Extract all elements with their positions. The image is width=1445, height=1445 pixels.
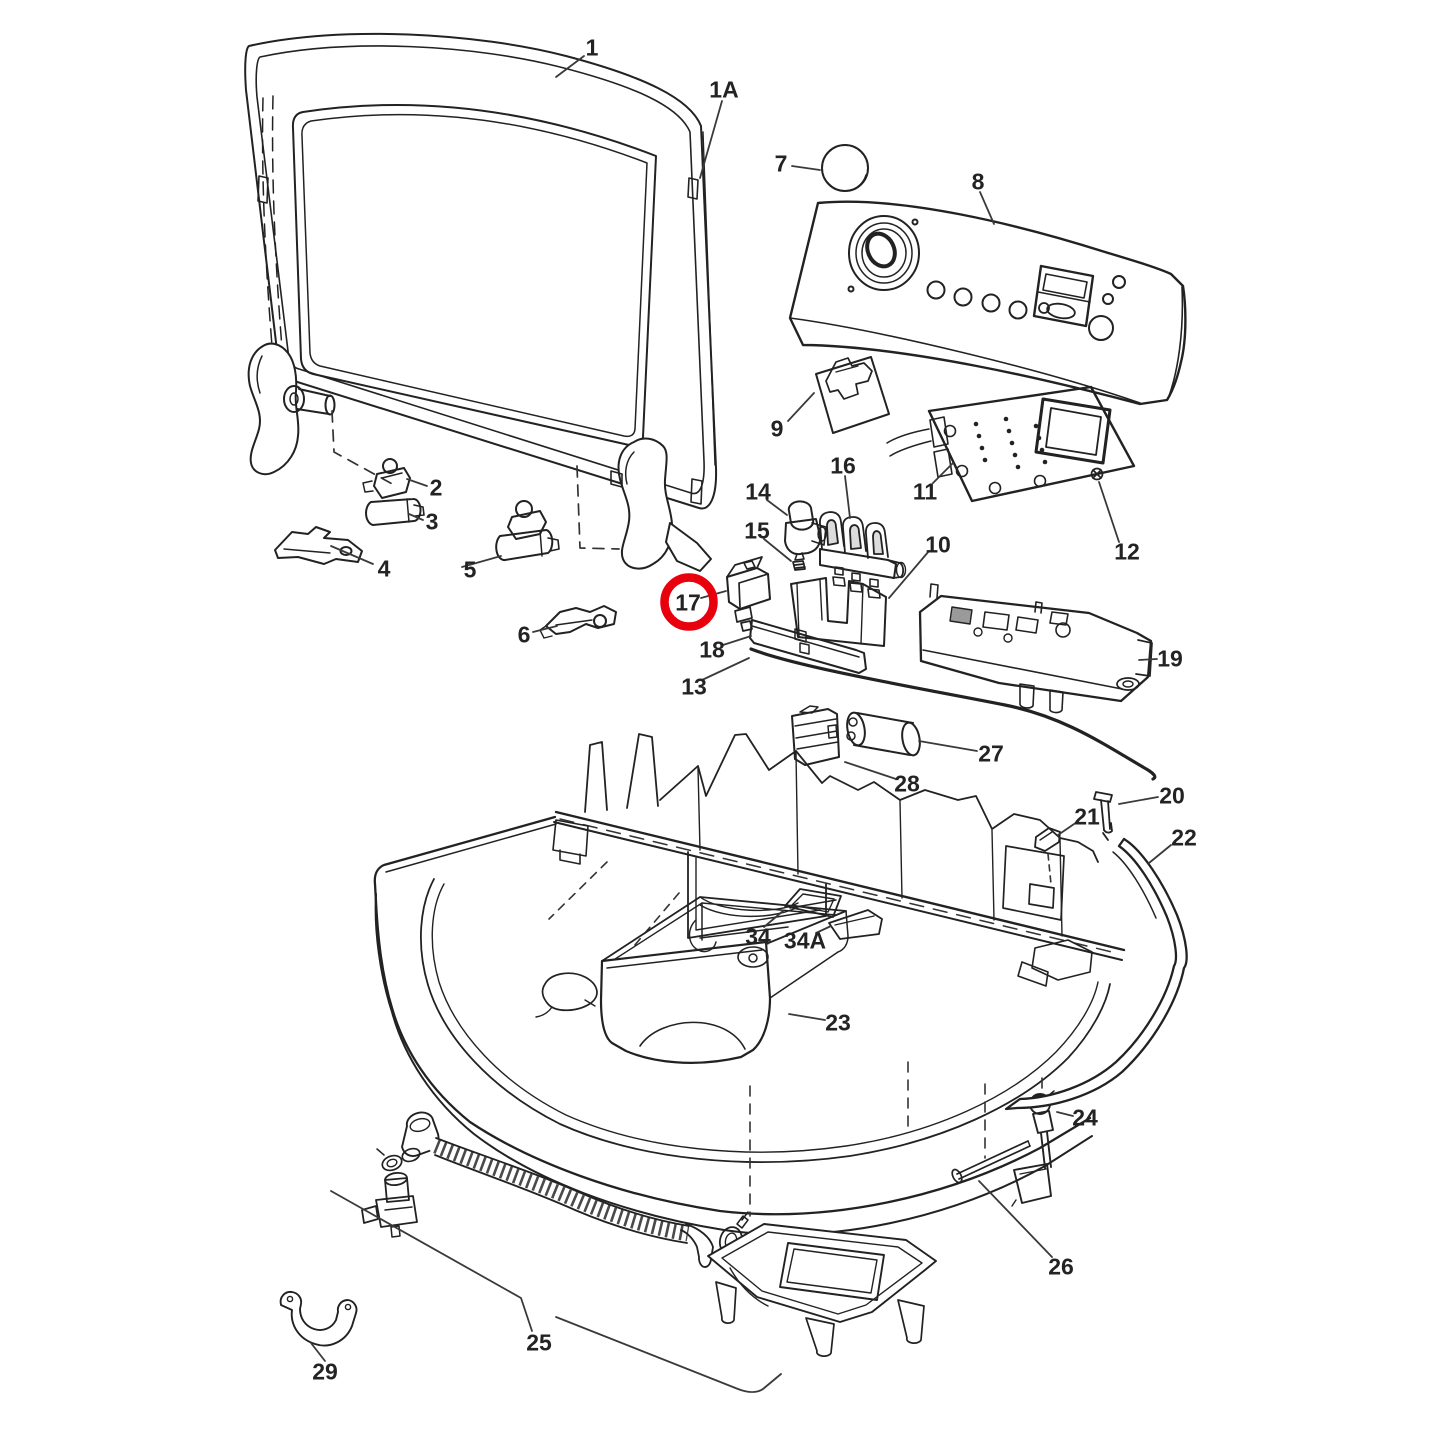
part-17-switch: [726, 556, 771, 632]
part-21-clip: [1034, 827, 1061, 852]
dispenser-tray: [707, 1223, 937, 1357]
part-label-2: 2: [429, 474, 443, 501]
part-label-20: 20: [1159, 782, 1185, 809]
part-27-capacitor: [846, 711, 921, 757]
part-25-hose-assembly: [330, 1111, 937, 1393]
part-label-1: 1: [585, 34, 599, 61]
assembly-dash-left: [331, 410, 397, 487]
assembly-dash-right: [576, 465, 620, 550]
part-15-nut: [792, 560, 806, 571]
part-label-27: 27: [978, 740, 1004, 767]
part-label-7: 7: [774, 150, 788, 177]
board-wires: [886, 428, 932, 457]
part-label-13: 13: [681, 673, 707, 700]
fill-valve: [361, 1171, 418, 1238]
part-label-6: 6: [517, 621, 531, 648]
part-23-detergent-drawer: [599, 896, 849, 1064]
part-22-corner-panel: [1004, 837, 1188, 1111]
part-8-control-panel: [788, 200, 1187, 406]
panel-display: [1032, 264, 1095, 328]
part-label-34A: 34A: [783, 927, 827, 954]
part-label-25: 25: [526, 1329, 552, 1356]
panel-button: [981, 293, 1001, 313]
part-label-21: 21: [1074, 803, 1100, 830]
part-16-triple-valve: [819, 511, 907, 599]
lid-hinge-left: [247, 342, 336, 476]
part-label-26: 26: [1048, 1253, 1074, 1280]
part-11-display-board: [886, 385, 1136, 503]
part-label-9: 9: [770, 415, 784, 442]
part-label-22: 22: [1171, 824, 1197, 851]
part-18-bracket-rail: [749, 619, 867, 674]
part-label-8: 8: [971, 168, 985, 195]
highlight-circle: [660, 573, 718, 631]
part-label-19: 19: [1157, 645, 1183, 672]
panel-button: [1008, 300, 1028, 320]
part-label-5: 5: [463, 556, 477, 583]
part-3-damper: [365, 498, 425, 526]
part-label-3: 3: [425, 508, 439, 535]
part-7-knob: [821, 144, 869, 192]
panel-button: [926, 280, 946, 300]
part-label-10: 10: [925, 531, 951, 558]
part-label-24: 24: [1072, 1104, 1098, 1131]
part-9-bracket: [815, 356, 890, 434]
part-label-12: 12: [1114, 538, 1140, 565]
part-label-29: 29: [312, 1358, 338, 1385]
assembly-dash-21: [1047, 853, 1052, 885]
part-4-hinge-bracket: [274, 526, 363, 565]
part-12-screw: [1090, 467, 1104, 481]
part-label-11: 11: [912, 478, 938, 505]
part-28-capacitor-holder: [791, 705, 840, 766]
part-label-23: 23: [825, 1009, 851, 1036]
part-34a-insert: [828, 909, 883, 940]
part-label-34: 34: [745, 923, 771, 950]
part-1-lid: [244, 32, 718, 510]
part-14-inlet-valve: [784, 500, 827, 561]
leader-25: [330, 1190, 782, 1393]
part-6-hinge-bracket: [539, 605, 617, 639]
part-1a-latch-notch: [690, 478, 703, 505]
part-label-28: 28: [894, 770, 920, 797]
part-13-harness: [749, 647, 1157, 781]
part-5-damper: [495, 500, 560, 562]
part-29-u-bracket: [279, 1290, 358, 1347]
panel-button: [953, 287, 973, 307]
lid-hinge-right: [610, 437, 712, 572]
leader-lines: [310, 55, 1172, 1362]
part-label-14: 14: [745, 478, 771, 505]
part-label-15: 15: [744, 517, 770, 544]
part-label-18: 18: [699, 636, 725, 663]
part-label-4: 4: [377, 555, 391, 582]
part-20-pin: [1093, 791, 1113, 841]
part-label-1A: 1A: [709, 76, 739, 103]
part-10-plate: [790, 577, 887, 647]
part-label-17: 17: [675, 589, 701, 616]
part-26-rod: [951, 1140, 1031, 1184]
top-deck: [373, 733, 1126, 1236]
part-19-control-board: [918, 583, 1153, 714]
part-label-16: 16: [830, 452, 856, 479]
part-2-clip: [362, 458, 411, 499]
